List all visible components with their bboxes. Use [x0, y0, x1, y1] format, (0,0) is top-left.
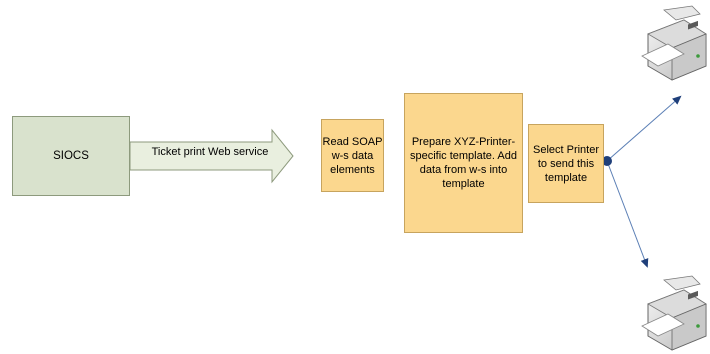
step-read-soap-label: Read SOAP w-s data elements: [322, 135, 383, 176]
step-select-printer-label: Select Printer to send this template: [532, 143, 600, 184]
printer-icon: [641, 275, 707, 351]
connector-to-printer-top: [606, 95, 682, 162]
step-prepare-template-label: Prepare XYZ-Printer-specific template. A…: [409, 136, 517, 190]
junction-dot: [602, 156, 612, 166]
connector-to-printer-bottom: [606, 160, 649, 268]
step-prepare-template: Prepare XYZ-Printer-specific template. A…: [404, 93, 523, 233]
step-read-soap: Read SOAP w-s data elements: [321, 119, 384, 192]
web-service-arrow: [129, 128, 294, 184]
printer-icon: [641, 5, 707, 81]
siocs-box: SIOCS: [12, 116, 130, 196]
web-service-label: Ticket print Web service: [151, 146, 269, 158]
siocs-label: SIOCS: [53, 150, 89, 162]
step-select-printer: Select Printer to send this template: [528, 124, 604, 203]
